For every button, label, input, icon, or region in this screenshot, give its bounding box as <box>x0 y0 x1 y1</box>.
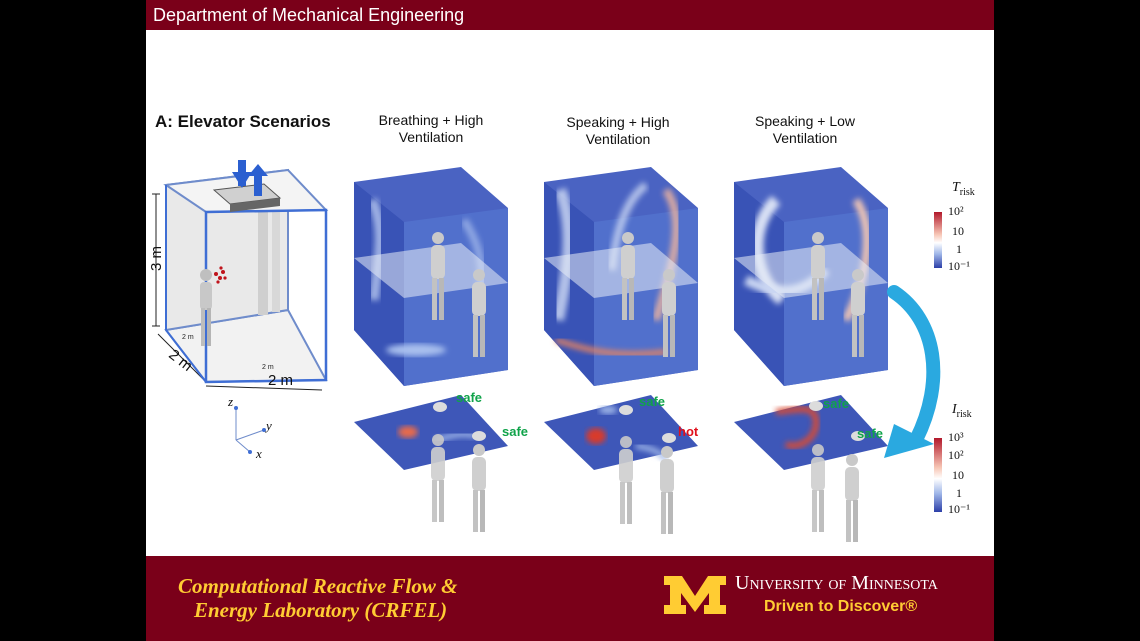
axis-y-label: y <box>266 418 272 433</box>
footer-bar: Computational Reactive Flow & Energy Lab… <box>146 556 994 641</box>
axis-z-label: z <box>228 394 234 409</box>
i-risk-tick-0: 10³ <box>948 430 964 444</box>
i-risk-tick-3: 1 <box>956 486 962 500</box>
transition-arrow-head <box>884 424 934 458</box>
cfd-box-1 <box>354 167 508 386</box>
column-title-1-line1: Breathing + High <box>378 112 484 128</box>
status-label-col1-b: safe <box>502 424 529 439</box>
transition-arrow <box>887 285 941 447</box>
t-risk-colorbar-title: Trisk <box>952 180 975 198</box>
university-name: University of Minnesota <box>735 572 938 594</box>
column-title-3-line2: Ventilation <box>772 130 838 146</box>
small-depth-label: 2 m <box>182 334 194 341</box>
i-risk-title-main: I <box>952 402 957 417</box>
status-label-col3-b: safe <box>857 426 884 441</box>
figure-title: A: Elevator Scenarios <box>155 112 331 131</box>
column-title-2: Speaking + High Ventilation <box>533 114 703 148</box>
status-label-col1-a: safe <box>456 390 483 405</box>
lab-name-line2: Energy Laboratory (CRFEL) <box>194 598 448 622</box>
department-name: Department of Mechanical Engineering <box>153 5 465 25</box>
elevator-schematic <box>152 160 329 454</box>
cfd-slice-1 <box>354 395 508 532</box>
status-label-col3-a: safe <box>823 396 850 411</box>
t-risk-colorbar <box>934 212 942 268</box>
cfd-box-2 <box>544 167 698 386</box>
axis-x-label: x <box>256 446 262 461</box>
slide: Department of Mechanical Engineering A: … <box>146 0 994 641</box>
i-risk-tick-1: 10² <box>948 448 964 462</box>
cfd-box-3 <box>734 167 888 386</box>
column-title-1-line2: Ventilation <box>398 129 464 145</box>
t-risk-tick-0: 10² <box>948 204 964 218</box>
i-risk-tick-2: 10 <box>952 468 964 482</box>
cfd-slice-3 <box>734 395 888 542</box>
i-risk-tick-4: 10⁻¹ <box>948 502 970 516</box>
t-risk-tick-3: 10⁻¹ <box>948 259 970 273</box>
width-label: 2 m <box>268 372 294 389</box>
i-risk-title-sub: risk <box>956 408 972 420</box>
tagline: Driven to Discover® <box>764 598 918 615</box>
cfd-slice-2 <box>544 395 698 534</box>
cfd-visualizations <box>354 167 942 542</box>
t-risk-tick-1: 10 <box>952 224 964 238</box>
column-title-2-line1: Speaking + High <box>566 114 670 130</box>
header-bar: Department of Mechanical Engineering <box>146 0 994 30</box>
i-risk-colorbar-title: Irisk <box>952 402 972 420</box>
i-risk-colorbar <box>934 438 942 512</box>
status-label-col2-b: hot <box>678 424 699 439</box>
university-m-logo <box>664 576 726 614</box>
column-title-1: Breathing + High Ventilation <box>346 112 516 146</box>
t-risk-title-main: T <box>952 180 960 195</box>
small-width-label: 2 m <box>262 364 274 371</box>
lab-name-line1: Computational Reactive Flow & <box>178 574 458 598</box>
t-risk-title-sub: risk <box>959 186 975 198</box>
column-title-3-line1: Speaking + Low <box>754 113 856 129</box>
t-risk-tick-2: 1 <box>956 242 962 256</box>
status-label-col2-a: safe <box>639 394 666 409</box>
column-title-3: Speaking + Low Ventilation <box>720 113 890 147</box>
column-title-2-line2: Ventilation <box>585 131 651 147</box>
